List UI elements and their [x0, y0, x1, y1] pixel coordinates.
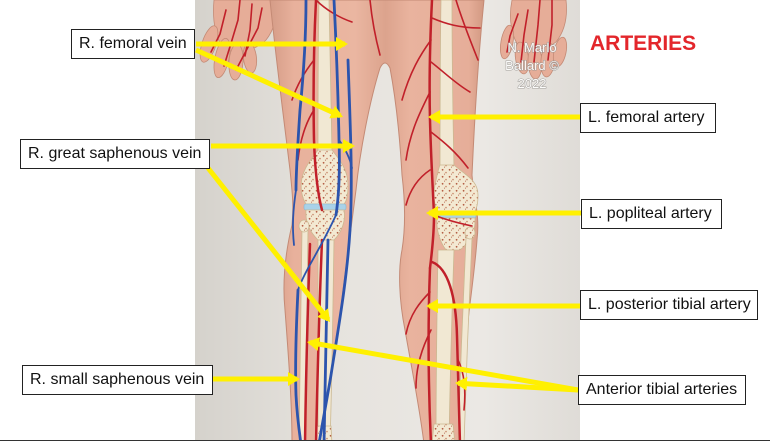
right-side-hand-model [499, 0, 568, 80]
fibula-head-right-leg [464, 226, 476, 240]
label-r-femoral-vein: R. femoral vein [71, 29, 195, 59]
artery-branch-path [430, 61, 471, 93]
artery-branch-path [415, 329, 432, 389]
hand-artery [533, 0, 541, 63]
artery-branch-path [455, 0, 479, 61]
vein-branch-path [338, 139, 353, 169]
arrow-anterior-tibial-artery-right-leg [307, 337, 579, 393]
photo-watermark: N. Marlo Ballard © 2022 [505, 39, 560, 91]
hand-artery [235, 7, 263, 71]
photo-background-wall [195, 0, 580, 440]
artery-path [314, 238, 324, 440]
label-anterior-tibial-arteries: Anterior tibial arteries [578, 375, 746, 405]
hand-artery [520, 9, 529, 63]
artery-path [369, 0, 381, 56]
posterior-tibial-artery-path [427, 266, 433, 440]
femoral-vein-path [332, 0, 341, 217]
label-l-femoral-artery: L. femoral artery [580, 103, 716, 133]
knee-cartilage-left-leg [303, 203, 347, 211]
hand-artery [506, 13, 519, 53]
artery-branch-path [430, 131, 469, 169]
label-r-small-saphenous-vein: R. small saphenous vein [22, 365, 213, 395]
slide-heading: ARTERIES [590, 32, 697, 55]
watermark-line: 2022 [518, 76, 547, 91]
artery-branch-path [405, 169, 431, 206]
arrow-r-great-saphenous-vein-lower [206, 166, 331, 322]
artery-branch-path [405, 291, 431, 335]
artery-branch-path [401, 39, 432, 101]
artery-path [312, 0, 324, 212]
anterior-tibial-artery-path [430, 260, 462, 440]
label-l-popliteal-artery: L. popliteal artery [581, 199, 722, 229]
vein-path [322, 238, 330, 440]
watermark-line: Ballard © [505, 58, 559, 73]
fibula-head-left-leg [298, 219, 310, 233]
small-saphenous-vein-path [294, 288, 302, 440]
femoral-popliteal-artery-path [428, 0, 436, 270]
arrow-r-femoral-vein-lower [194, 47, 344, 119]
watermark-line: N. Marlo [507, 40, 556, 55]
label-l-posterior-tibial-artery: L. posterior tibial artery [580, 290, 758, 320]
hand-finger [552, 36, 568, 68]
vein-branch-path [292, 189, 297, 246]
pointer-arrows [194, 37, 581, 393]
hand-artery [547, 0, 553, 61]
artery-branch-path [405, 91, 431, 161]
vein-vessels [292, 0, 353, 440]
arrow-anterior-tibial-artery-left-leg [455, 376, 579, 393]
great-saphenous-vein-path [318, 58, 353, 440]
label-r-great-saphenous-vein: R. great saphenous vein [20, 139, 210, 169]
artery-branch-path [431, 17, 481, 29]
hand-artery [223, 0, 241, 67]
vein-path [294, 0, 308, 192]
hand-artery [244, 3, 253, 57]
distal-tibia-right-leg [431, 423, 456, 440]
